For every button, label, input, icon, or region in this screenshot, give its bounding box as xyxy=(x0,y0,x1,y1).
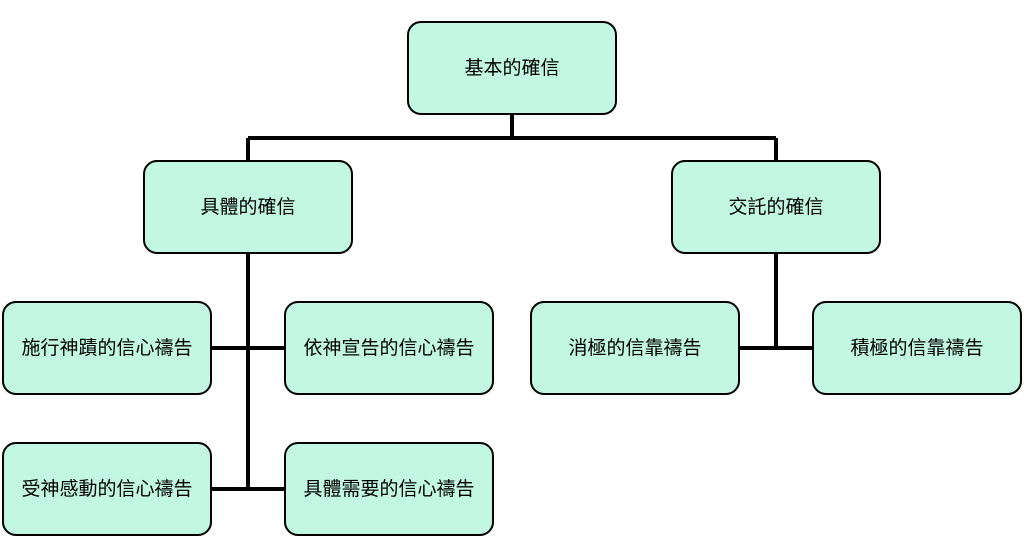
node-commit-assurance: 交託的確信 xyxy=(671,160,881,254)
node-moved-prayer: 受神感動的信心禱告 xyxy=(2,442,212,536)
node-miracle-prayer: 施行神蹟的信心禱告 xyxy=(2,301,212,395)
node-basic-assurance-label: 基本的確信 xyxy=(464,56,560,79)
node-concrete-assurance-label: 具體的確信 xyxy=(200,195,296,218)
node-passive-trust-prayer-label: 消極的信靠禱告 xyxy=(568,336,702,359)
node-commit-assurance-label: 交託的確信 xyxy=(728,195,824,218)
node-miracle-prayer-label: 施行神蹟的信心禱告 xyxy=(21,336,193,359)
node-passive-trust-prayer: 消極的信靠禱告 xyxy=(530,301,740,395)
node-specific-needs-prayer-label: 具體需要的信心禱告 xyxy=(303,477,475,500)
node-declaration-prayer-label: 依神宣告的信心禱告 xyxy=(303,336,475,359)
node-declaration-prayer: 依神宣告的信心禱告 xyxy=(284,301,494,395)
node-active-trust-prayer-label: 積極的信靠禱告 xyxy=(850,336,984,359)
node-concrete-assurance: 具體的確信 xyxy=(143,160,353,254)
node-active-trust-prayer: 積極的信靠禱告 xyxy=(812,301,1022,395)
node-moved-prayer-label: 受神感動的信心禱告 xyxy=(21,477,193,500)
node-specific-needs-prayer: 具體需要的信心禱告 xyxy=(284,442,494,536)
node-basic-assurance: 基本的確信 xyxy=(407,21,617,115)
